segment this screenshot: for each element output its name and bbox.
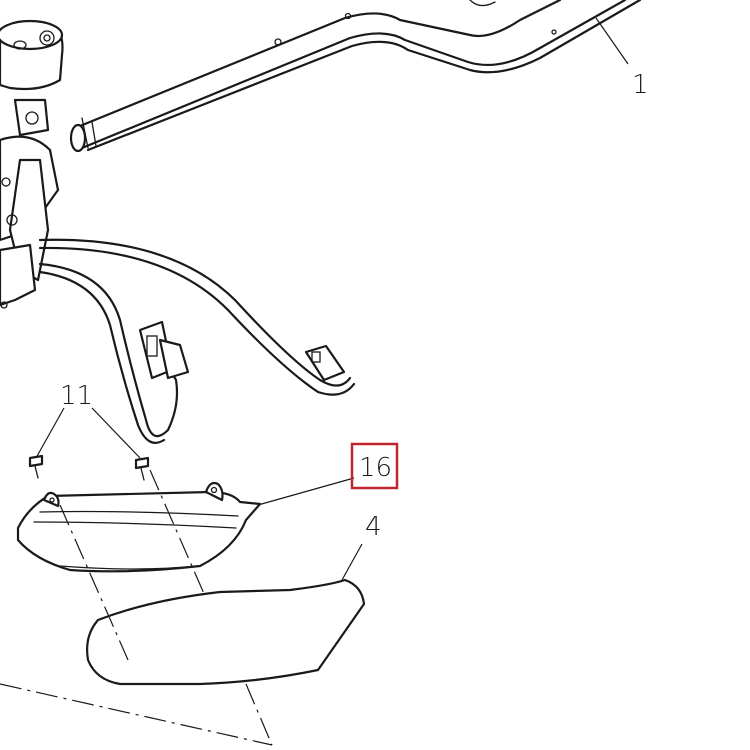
wiring-harness [38,238,356,444]
callout-4: 4 [365,512,382,542]
leader-lines [35,17,629,581]
master-cylinder-assembly [0,19,64,309]
callout-16: 16 [359,453,392,483]
callout-16-highlight-box [350,442,399,490]
assembly-centerlines [0,469,273,746]
part-1-bar [69,0,642,153]
callout-11: 11 [60,381,93,411]
part-11-screws [28,454,150,481]
callout-1: 1 [632,70,649,100]
part-16-indicator-housing [16,481,262,573]
part-4-lens [86,578,366,686]
